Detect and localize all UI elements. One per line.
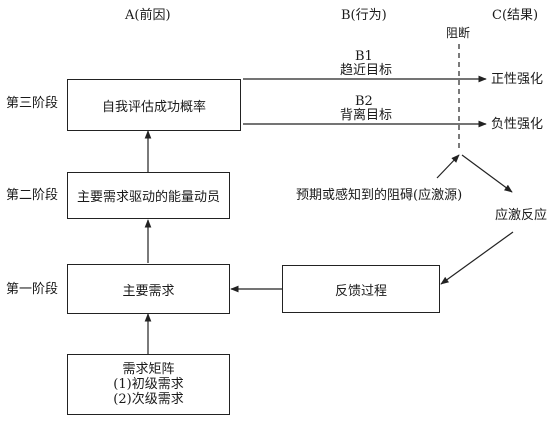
- column-header-a: A(前因): [125, 8, 171, 23]
- stage-1-label: 第一阶段: [6, 282, 59, 297]
- energy-mobilization-box: 主要需求驱动的能量动员: [67, 172, 230, 219]
- positive-reinforcement: 正性强化: [491, 72, 544, 87]
- b2-label: 背离目标: [340, 108, 393, 123]
- need-matrix-secondary: (2)次级需求: [113, 392, 184, 407]
- barrier-label: 阻断: [446, 26, 471, 40]
- feedback-label: 反馈过程: [334, 283, 387, 299]
- stressor-arrow: [436, 154, 460, 179]
- need-matrix-box: 需求矩阵 (1)初级需求 (2)次级需求: [67, 354, 230, 415]
- self-evaluation-label: 自我评估成功概率: [101, 99, 206, 115]
- stress-response-arrow: [461, 154, 513, 193]
- main-need-label: 主要需求: [122, 283, 175, 299]
- response-to-feedback-arrow: [440, 231, 514, 285]
- need-matrix-primary: (1)初级需求: [113, 377, 184, 392]
- stage-3-label: 第三阶段: [6, 96, 59, 111]
- feedback-box: 反馈过程: [282, 265, 440, 313]
- negative-reinforcement: 负性强化: [491, 117, 544, 132]
- column-header-b: B(行为): [341, 8, 387, 23]
- column-header-c: C(结果): [492, 8, 539, 23]
- b1-code: B1: [355, 49, 373, 64]
- b1-label: 趋近目标: [340, 63, 393, 78]
- self-evaluation-box: 自我评估成功概率: [67, 79, 241, 131]
- main-need-box: 主要需求: [67, 264, 230, 314]
- stress-response: 应激反应: [495, 208, 548, 223]
- b2-code: B2: [355, 94, 373, 109]
- need-matrix-title: 需求矩阵: [122, 362, 175, 377]
- stage-2-label: 第二阶段: [6, 188, 59, 203]
- stressor-label: 预期或感知到的阻碍(应激源): [296, 188, 463, 203]
- energy-mobilization-label: 主要需求驱动的能量动员: [76, 190, 220, 205]
